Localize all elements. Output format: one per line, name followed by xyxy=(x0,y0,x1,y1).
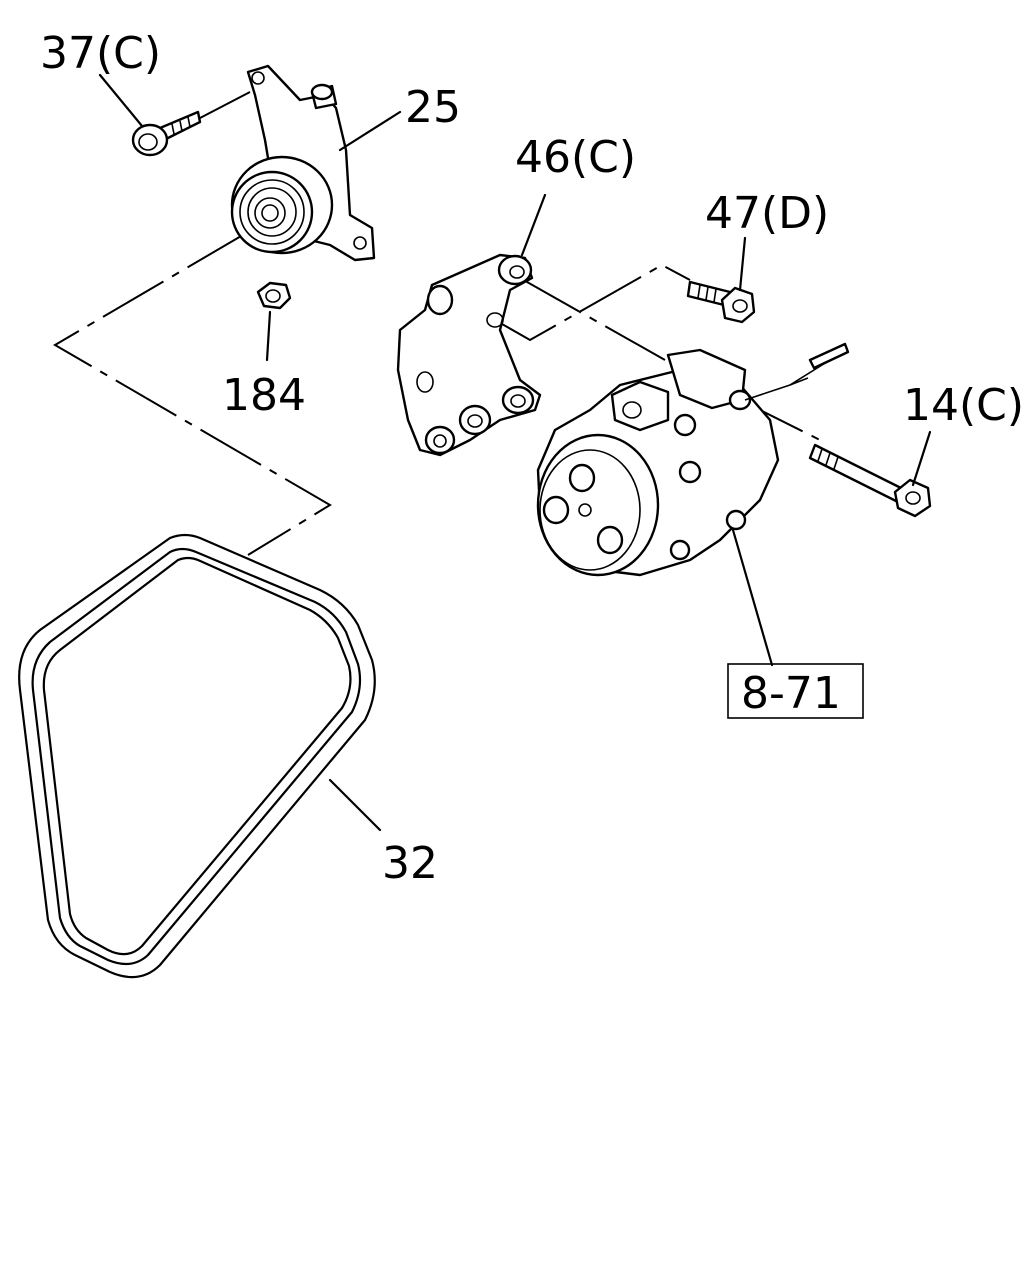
leader-46 xyxy=(520,193,547,257)
label-14: 14(C) xyxy=(903,380,1024,431)
leader-25 xyxy=(338,110,402,152)
label-184: 184 xyxy=(222,370,306,421)
bolt-14[interactable] xyxy=(808,443,932,518)
leader-184 xyxy=(265,310,272,362)
label-47: 47(D) xyxy=(705,188,829,239)
label-46: 46(C) xyxy=(515,132,636,183)
callout-labels: 37(C) 25 46(C) 47(D) 184 14(C) 32 8-71 xyxy=(40,28,1024,889)
ac-compressor[interactable] xyxy=(536,342,850,577)
leader-32 xyxy=(328,778,382,832)
leader-37 xyxy=(98,73,144,128)
leader-8-71 xyxy=(731,528,774,667)
nut-184[interactable] xyxy=(256,281,292,310)
label-32: 32 xyxy=(382,838,438,889)
leader-47 xyxy=(738,236,747,292)
label-25: 25 xyxy=(405,82,461,133)
bolt-37[interactable] xyxy=(131,110,202,157)
leader-14 xyxy=(911,430,932,487)
label-37: 37(C) xyxy=(40,28,161,79)
drive-belt-32[interactable] xyxy=(18,533,376,979)
bracket-46[interactable] xyxy=(396,253,542,457)
tensioner-assembly-25[interactable] xyxy=(230,64,376,262)
label-8-71[interactable]: 8-71 xyxy=(741,668,841,719)
label-8-71-box xyxy=(727,663,864,719)
bolt-47[interactable] xyxy=(686,280,756,324)
